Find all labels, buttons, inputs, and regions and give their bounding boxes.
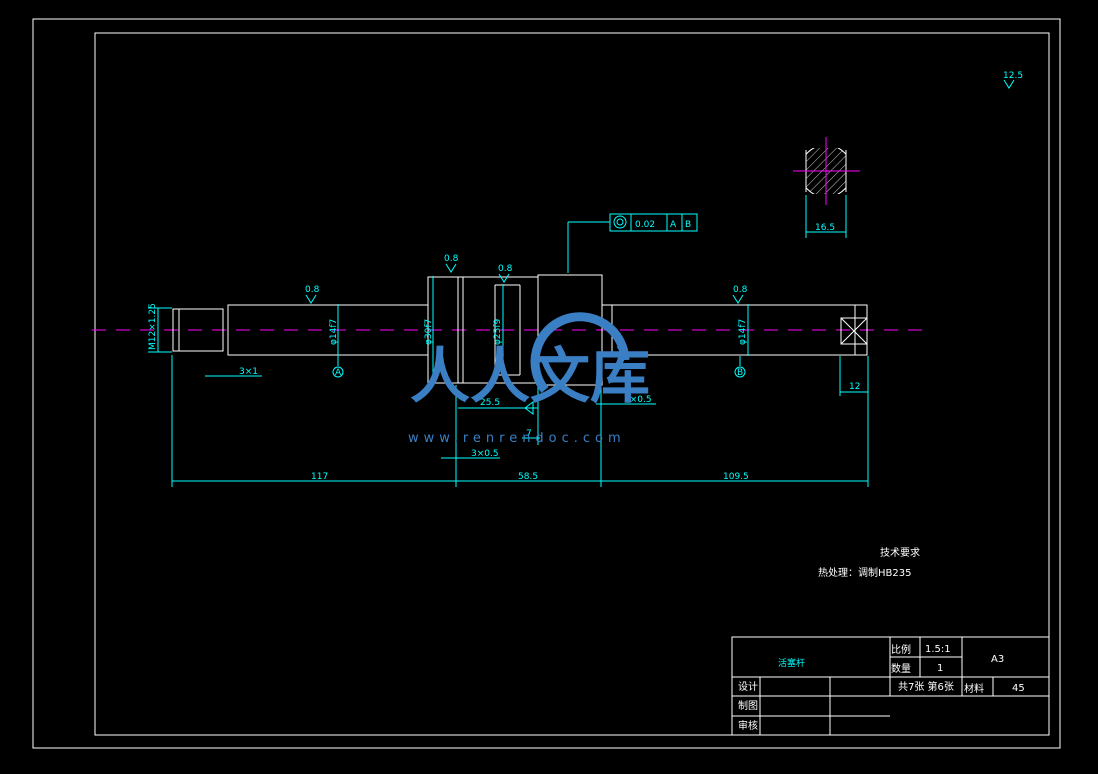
dim-25-5: 25.5 xyxy=(480,398,500,408)
dim-58-5: 58.5 xyxy=(518,472,538,482)
dim-chamfer-left: 3×1 xyxy=(239,367,258,377)
material-label: 材料 xyxy=(964,682,984,695)
sheet-size: A3 xyxy=(991,654,1004,665)
inner-border xyxy=(94,32,1050,736)
roughness-1: 0.8 xyxy=(305,285,320,295)
datum-b-label: B xyxy=(737,368,743,378)
dim-phi30: φ30f7 xyxy=(424,319,434,345)
dim-phi14-right: φ14f7 xyxy=(738,319,748,345)
sheet-count: 共7张 第6张 xyxy=(898,680,954,693)
dim-phi25: φ25f9 xyxy=(493,318,503,345)
cross-section xyxy=(793,137,860,205)
title-block xyxy=(731,636,1050,736)
roughness-4: 0.8 xyxy=(733,285,748,295)
scale-label: 比例 xyxy=(891,643,911,656)
dim-phi14-left: φ14f7 xyxy=(329,319,339,345)
roughness-symbols xyxy=(305,79,1015,415)
dim-117: 117 xyxy=(311,472,328,482)
dim-chamfer-right: 3×0.5 xyxy=(624,395,652,405)
qty-value: 1 xyxy=(937,663,943,674)
material-value: 45 xyxy=(1012,683,1025,694)
datum-a-circle xyxy=(332,366,344,378)
dim-chamfer-mid: 3×0.5 xyxy=(471,449,499,459)
dim-section-width: 16.5 xyxy=(815,223,835,233)
dim-m12: M12×1.25 xyxy=(148,303,158,350)
fcf-tolerance: 0.02 xyxy=(635,220,655,230)
watermark-logo: 人人文库 www.renrendoc.com xyxy=(408,312,650,446)
shaft-profile xyxy=(172,274,868,386)
dim-7: 7 xyxy=(526,429,532,439)
outer-border xyxy=(32,18,1061,749)
roughness-top: 12.5 xyxy=(1003,71,1023,81)
feature-control-frame xyxy=(609,213,698,232)
dimension-lines xyxy=(148,195,869,487)
datum-a-label: A xyxy=(335,368,342,378)
fcf-datum-b: B xyxy=(685,220,691,230)
fcf-datum-a: A xyxy=(670,220,677,230)
draw-label: 制图 xyxy=(738,699,758,712)
scale-value: 1.5:1 xyxy=(925,644,951,655)
check-label: 审核 xyxy=(738,719,758,732)
datum-b-circle xyxy=(734,366,746,378)
part-name: 活塞杆 xyxy=(778,657,805,669)
design-label: 设计 xyxy=(738,680,758,693)
dim-109-5: 109.5 xyxy=(723,472,749,482)
roughness-2: 0.8 xyxy=(444,254,459,264)
notes-heat-treatment: 热处理：调制HB235 xyxy=(818,566,911,579)
roughness-3: 0.8 xyxy=(498,264,513,274)
qty-label: 数量 xyxy=(891,662,911,675)
watermark-url: www.renrendoc.com xyxy=(408,431,626,446)
watermark-text: 人人文库 xyxy=(410,342,650,412)
notes-title: 技术要求 xyxy=(880,546,920,559)
dim-12: 12 xyxy=(849,382,860,392)
